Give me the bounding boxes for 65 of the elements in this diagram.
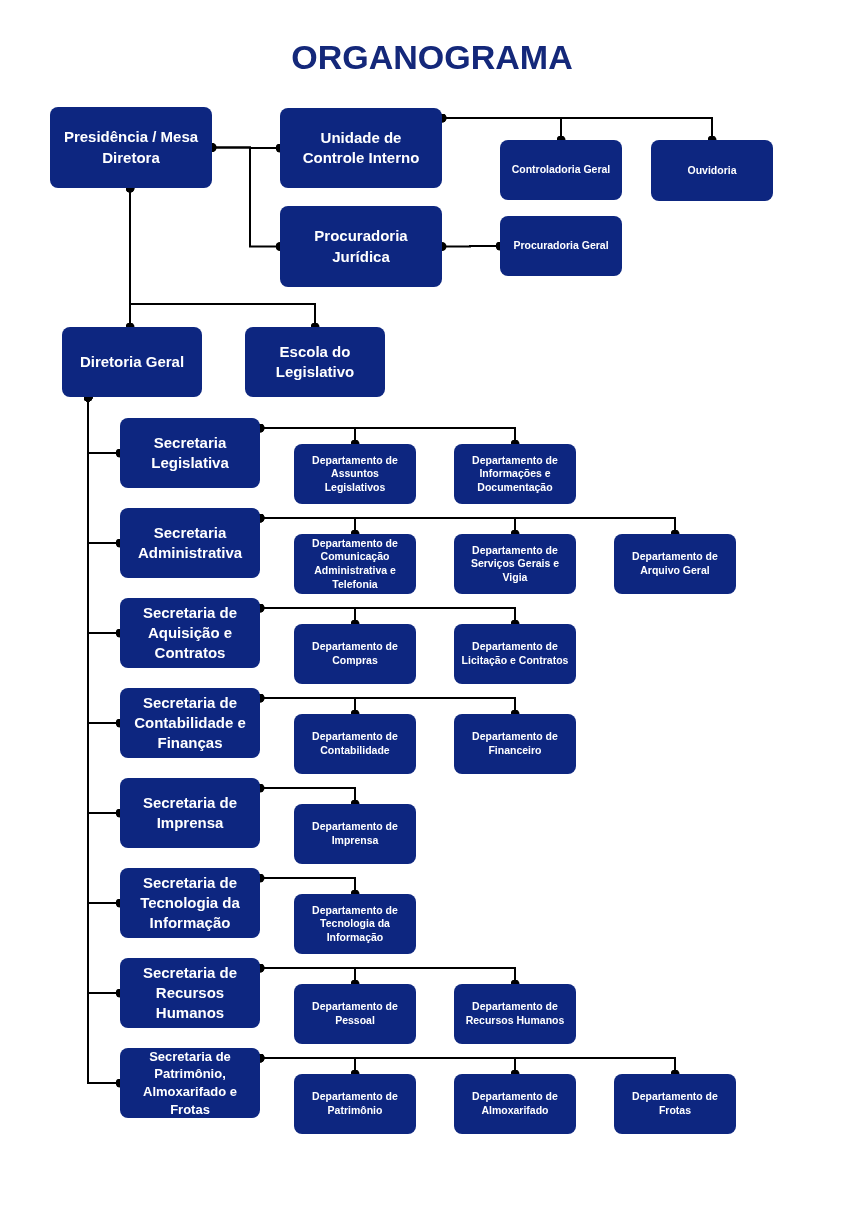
org-unit-box <box>120 868 260 938</box>
unit-name: Departamento de Contabilidade <box>311 730 399 758</box>
org-unit-box <box>614 1074 736 1134</box>
unit-name: Secretaria de Aquisição e Contratos <box>141 602 239 664</box>
unit-name: Departamento de Financeiro <box>471 730 559 758</box>
org-unit-box <box>500 216 622 276</box>
unit-name: Presidência / Mesa Diretora <box>62 127 200 168</box>
org-unit-box <box>294 1074 416 1134</box>
org-unit-box <box>294 714 416 774</box>
org-unit-box <box>454 984 576 1044</box>
unit-name: Secretaria de Patrimônio, Almoxarifado e Frotas <box>142 1047 238 1119</box>
unit-name: Unidade de Controle Interno <box>301 127 421 168</box>
unit-name: Departamento de Arquivo Geral <box>631 550 719 578</box>
unit-name: Departamento de Serviços Gerais e Vigia <box>469 543 561 585</box>
org-unit-box <box>120 688 260 758</box>
unit-name: Departamento de Tecnologia da Informação <box>311 903 399 945</box>
unit-name: Ouvidoria <box>687 163 737 178</box>
org-unit-box <box>294 804 416 864</box>
org-unit-box <box>120 418 260 488</box>
unit-name: Departamento de Assuntos Legislativos <box>311 453 399 495</box>
unit-name: Procuradoria Jurídica <box>313 226 409 267</box>
org-unit-box <box>62 327 202 397</box>
unit-name: Departamento de Patrimônio <box>311 1090 399 1118</box>
org-unit-box <box>120 958 260 1028</box>
unit-name: Departamento de Pessoal <box>311 1000 399 1028</box>
unit-name: Departamento de Comunicação Administrativa e Telefonia <box>311 536 399 592</box>
org-unit-box <box>120 598 260 668</box>
unit-name: Secretaria de Imprensa <box>141 792 239 833</box>
unit-name: Procuradoria Geral <box>513 239 609 253</box>
unit-name: Controladoria Geral <box>511 163 611 177</box>
org-unit-box <box>120 1048 260 1118</box>
unit-name: Departamento de Imprensa <box>311 820 399 848</box>
unit-name: Departamento de Compras <box>311 640 399 668</box>
org-unit-box <box>454 534 576 594</box>
org-unit-box <box>294 444 416 504</box>
org-unit-box <box>280 206 442 287</box>
unit-name: Departamento de Recursos Humanos <box>464 1000 566 1028</box>
org-unit-box <box>500 140 622 200</box>
unit-name: Secretaria de Tecnologia da Informação <box>139 872 241 934</box>
org-unit-box <box>454 444 576 504</box>
unit-name: Departamento de Licitação e Contratos <box>460 640 570 668</box>
unit-name: Diretoria Geral <box>79 351 185 372</box>
chart-title: ORGANOGRAMA <box>290 38 574 77</box>
org-unit-box <box>651 140 773 201</box>
org-unit-box <box>294 984 416 1044</box>
org-unit-box <box>614 534 736 594</box>
unit-name: Departamento de Frotas <box>631 1090 719 1118</box>
org-unit-box <box>294 624 416 684</box>
org-unit-box <box>454 624 576 684</box>
org-unit-box <box>294 534 416 594</box>
org-unit-box <box>454 1074 576 1134</box>
org-unit-box <box>50 107 212 188</box>
unit-name: Secretaria Legislativa <box>150 432 230 473</box>
org-unit-box <box>280 108 442 188</box>
org-unit-box <box>120 508 260 578</box>
org-unit-box <box>294 894 416 954</box>
unit-name: Escola do Legislativo <box>274 341 356 382</box>
unit-name: Secretaria de Recursos Humanos <box>141 962 239 1024</box>
unit-name: Secretaria Administrativa <box>136 522 244 563</box>
org-unit-box <box>120 778 260 848</box>
unit-name: Departamento de Almoxarifado <box>471 1090 559 1118</box>
org-unit-box <box>454 714 576 774</box>
org-unit-box <box>245 327 385 397</box>
unit-name: Secretaria de Contabilidade e Finanças <box>133 692 247 754</box>
unit-name: Departamento de Informações e Documentação <box>471 453 559 495</box>
